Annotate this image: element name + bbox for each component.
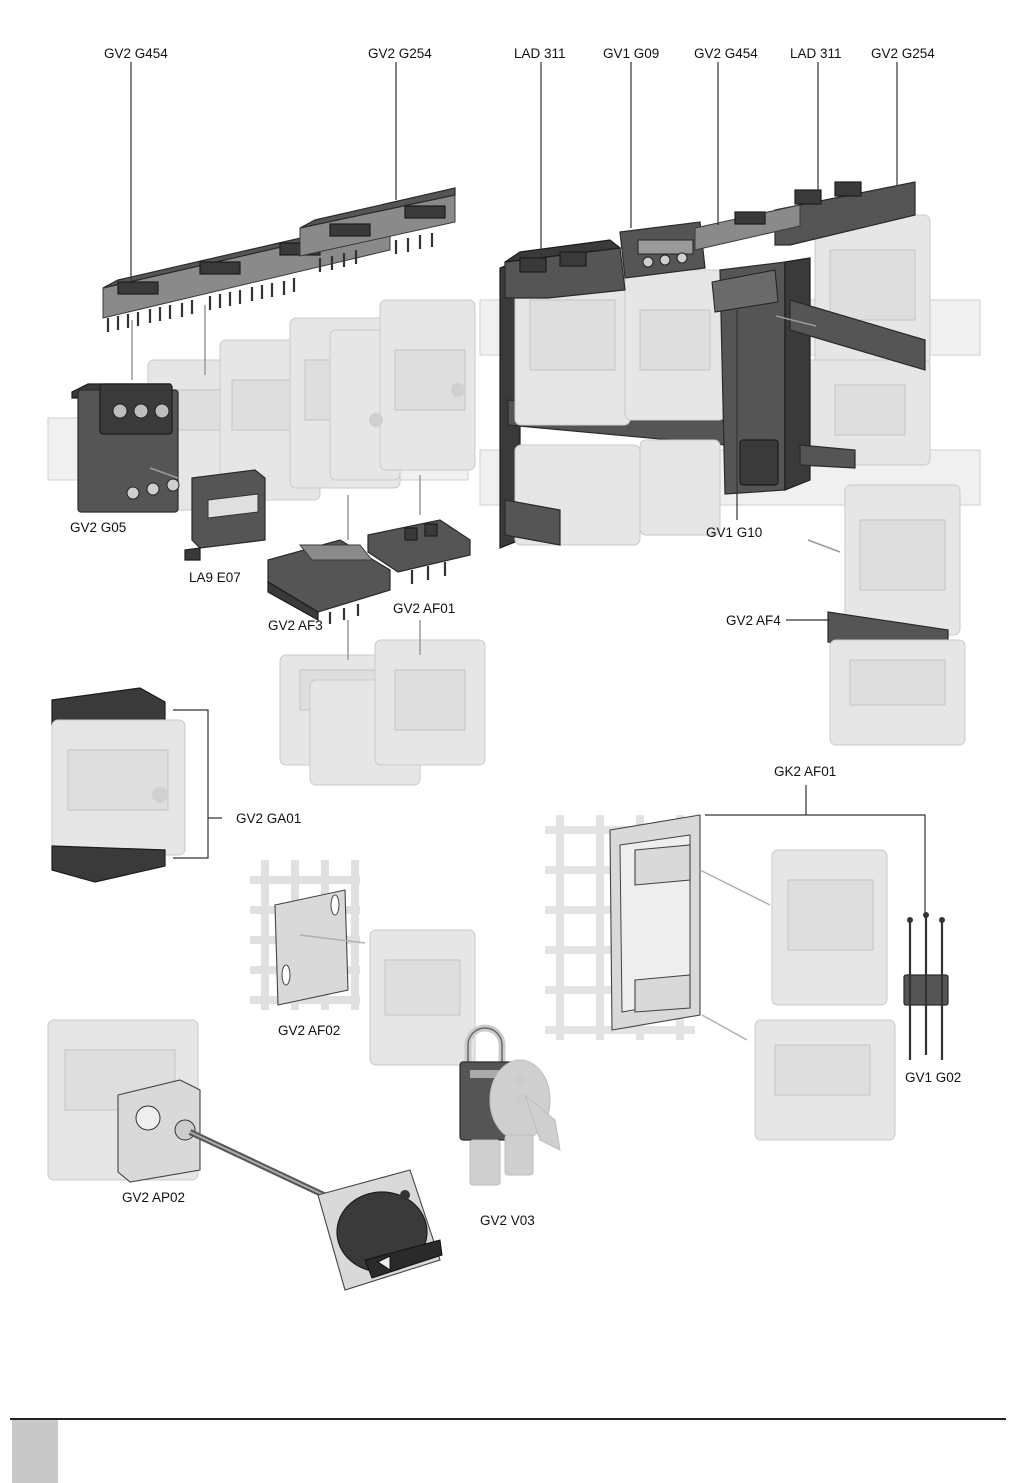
ghost-contactors-bottom xyxy=(280,640,485,785)
label-gv2-af3: GV2 AF3 xyxy=(268,618,323,633)
assembly-gv2-ga01 xyxy=(52,688,185,882)
label-gv2-g254-right: GV2 G254 xyxy=(871,46,935,61)
label-gv2-af01: GV2 AF01 xyxy=(393,601,455,616)
label-gv2-af02: GV2 AF02 xyxy=(278,1023,340,1038)
part-gv1-g02 xyxy=(904,912,948,1060)
block-gv2-g05 xyxy=(72,384,179,512)
label-gk2-af01: GK2 AF01 xyxy=(774,764,836,779)
assembly-gk2-af01 xyxy=(545,815,948,1140)
label-gv1-g09: GV1 G09 xyxy=(603,46,659,61)
label-gv2-g454-left: GV2 G454 xyxy=(104,46,168,61)
label-gv2-g454-right: GV2 G454 xyxy=(694,46,758,61)
label-lad-311-b: LAD 311 xyxy=(790,46,842,61)
label-gv1-g02: GV1 G02 xyxy=(905,1070,961,1085)
label-gv2-af4: GV2 AF4 xyxy=(726,613,781,628)
label-gv2-v03: GV2 V03 xyxy=(480,1213,535,1228)
label-gv2-g05: GV2 G05 xyxy=(70,520,126,535)
label-lad-311-a: LAD 311 xyxy=(514,46,566,61)
label-gv2-ap02: GV2 AP02 xyxy=(122,1190,185,1205)
rotary-handle xyxy=(318,1170,442,1290)
part-la9-e07 xyxy=(185,470,265,560)
footer-page-tab xyxy=(12,1420,58,1483)
label-gv2-ga01: GV2 GA01 xyxy=(236,811,301,826)
footer-rule xyxy=(10,1418,1006,1420)
label-la9-e07: LA9 E07 xyxy=(189,570,241,585)
top-right-assembly xyxy=(480,182,980,745)
label-gv2-g254-left: GV2 G254 xyxy=(368,46,432,61)
label-gv1-g10: GV1 G10 xyxy=(706,525,762,540)
